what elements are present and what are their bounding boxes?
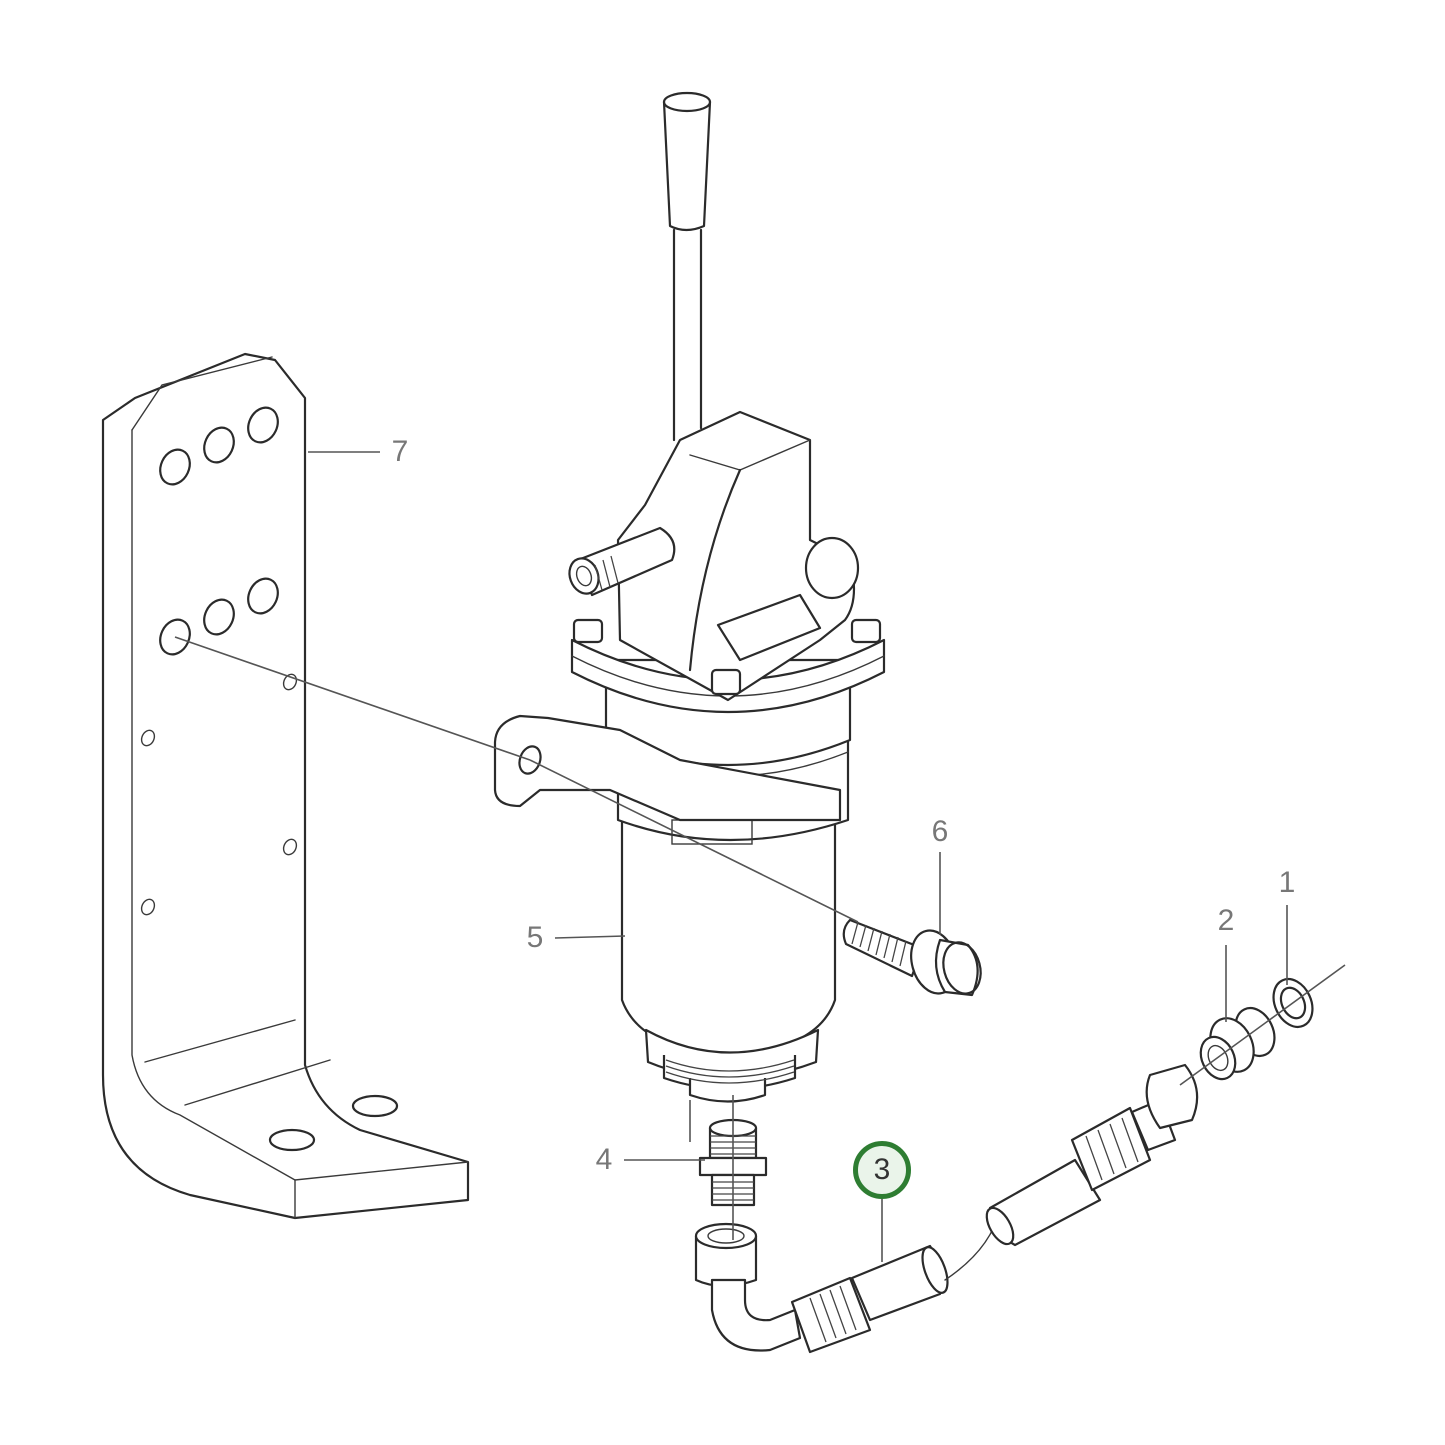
hand-pump-assembly-part[interactable] <box>493 410 886 1103</box>
callout-6[interactable]: 6 <box>931 815 949 848</box>
callout-7[interactable]: 7 <box>391 435 409 468</box>
pump-lever <box>662 91 712 442</box>
union-nipple-part[interactable] <box>694 1118 768 1288</box>
mounting-bracket-part[interactable] <box>101 352 470 1220</box>
callout-5[interactable]: 5 <box>526 921 544 954</box>
flange-bolt-part[interactable] <box>842 918 986 999</box>
callout-4[interactable]: 4 <box>595 1143 613 1176</box>
leader-lines <box>174 451 1346 1262</box>
fuel-hose-part[interactable] <box>710 1063 1199 1354</box>
callout-1[interactable]: 1 <box>1278 866 1296 899</box>
callout-2[interactable]: 2 <box>1217 904 1235 937</box>
callout-3-highlighted[interactable]: 3 <box>853 1141 911 1199</box>
